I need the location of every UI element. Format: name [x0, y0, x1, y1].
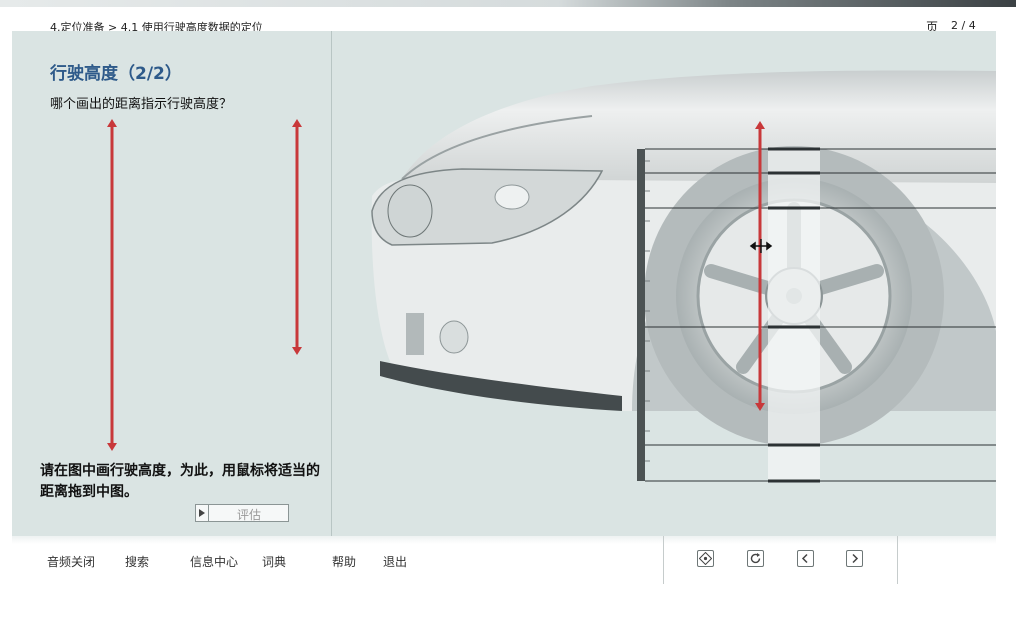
chevron-right-icon	[852, 553, 859, 564]
exit-link[interactable]: 退出	[383, 555, 408, 569]
instruction-text: 请在图中画行驶高度，为此，用鼠标将适当的距离拖到中图。	[40, 463, 320, 500]
page-label: 页	[926, 20, 939, 34]
page-number: 2 / 4	[951, 19, 976, 32]
play-icon	[196, 505, 209, 521]
audio-off-link[interactable]: 音频关闭	[47, 555, 96, 569]
chevron-left-icon	[801, 553, 808, 564]
help-link[interactable]: 帮助	[332, 555, 357, 569]
overview-icon	[699, 552, 712, 565]
breadcrumb: 4.定位准备 > 4.1 使用行驶高度数据的定位	[50, 21, 263, 34]
pane-divider	[331, 31, 332, 536]
footer-shadow	[12, 536, 996, 544]
page-title: 行驶高度（2/2）	[50, 64, 182, 84]
reload-button[interactable]	[747, 550, 764, 567]
evaluate-label: 评估	[236, 508, 261, 522]
left-pane: 行驶高度（2/2） 哪个画出的距离指示行驶高度？ 请在图中画行驶高度，为此，用鼠…	[12, 31, 330, 536]
next-button[interactable]	[846, 550, 863, 567]
header-bar: 4.定位准备 > 4.1 使用行驶高度数据的定位 页 2 / 4	[0, 7, 1016, 34]
reload-icon	[750, 553, 761, 564]
question-text: 哪个画出的距离指示行驶高度？	[50, 97, 233, 112]
previous-button[interactable]	[797, 550, 814, 567]
evaluate-button[interactable]: 评估	[195, 504, 289, 522]
long-distance-arrow[interactable]	[106, 119, 118, 451]
info-center-link[interactable]: 信息中心	[190, 555, 239, 569]
search-link[interactable]: 搜索	[125, 555, 150, 569]
nav-divider-right	[897, 536, 898, 584]
top-banner-strip	[0, 0, 1016, 7]
footer-bar: 音频关闭 搜索 信息中心 词典 帮助 退出	[0, 536, 1016, 640]
overview-button[interactable]	[697, 550, 714, 567]
glossary-link[interactable]: 词典	[262, 555, 287, 569]
nav-divider-left	[663, 536, 664, 584]
short-distance-arrow[interactable]	[291, 119, 303, 355]
car-wheel-illustration[interactable]	[332, 31, 996, 536]
